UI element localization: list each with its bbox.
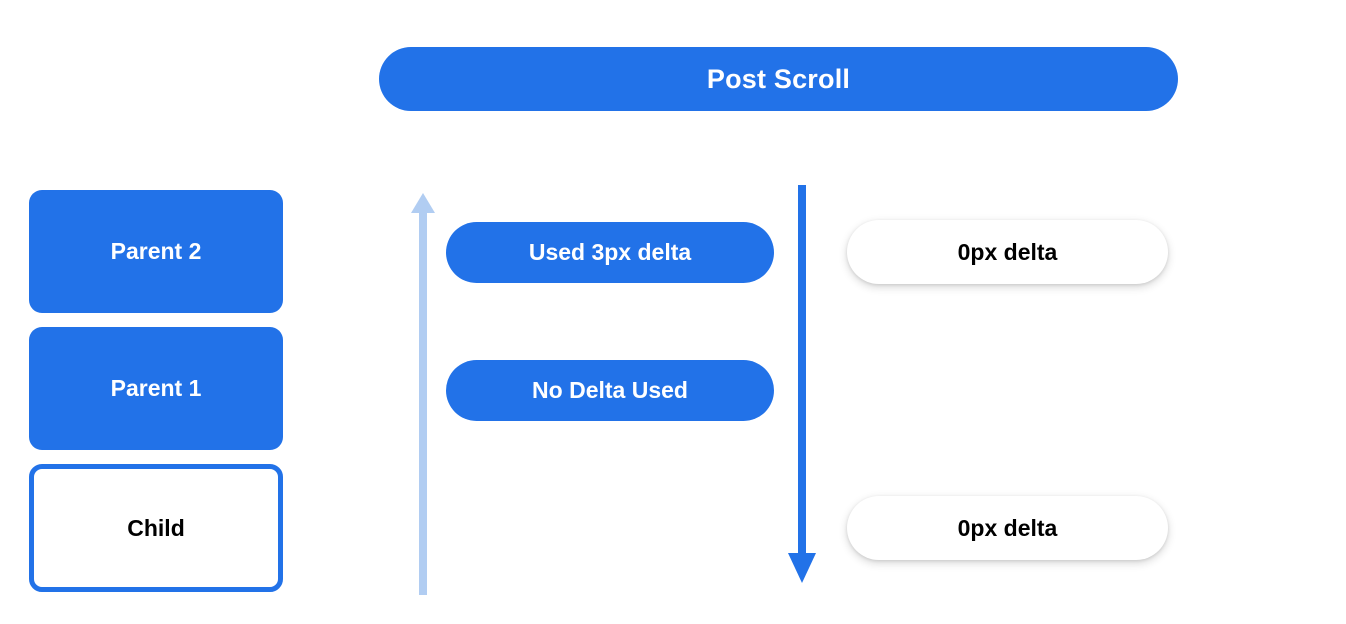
node-parent-2: Parent 2 — [29, 190, 283, 313]
no-delta-used-pill: No Delta Used — [446, 360, 774, 421]
node-child: Child — [29, 464, 283, 592]
post-scroll-banner: Post Scroll — [379, 47, 1178, 111]
delta-used-pill-label: Used 3px delta — [528, 239, 692, 265]
scroll-down-arrow-icon — [788, 185, 816, 583]
page-title: Post Scroll — [706, 63, 851, 94]
node-parent-1-label: Parent 1 — [110, 375, 202, 401]
node-parent-1: Parent 1 — [29, 327, 283, 450]
node-parent-2-label: Parent 2 — [110, 238, 202, 264]
scroll-up-arrow-icon — [411, 193, 435, 595]
zero-delta-pill-bottom-label: 0px delta — [957, 514, 1058, 541]
no-delta-used-pill-label: No Delta Used — [532, 377, 688, 403]
node-stack: Parent 2 Parent 1 Child — [29, 190, 283, 592]
delta-used-pill: Used 3px delta — [446, 222, 774, 283]
zero-delta-pill-bottom: 0px delta — [847, 496, 1168, 560]
node-child-label: Child — [127, 514, 185, 541]
zero-delta-pill-top: 0px delta — [847, 220, 1168, 284]
zero-delta-pill-top-label: 0px delta — [957, 238, 1058, 265]
